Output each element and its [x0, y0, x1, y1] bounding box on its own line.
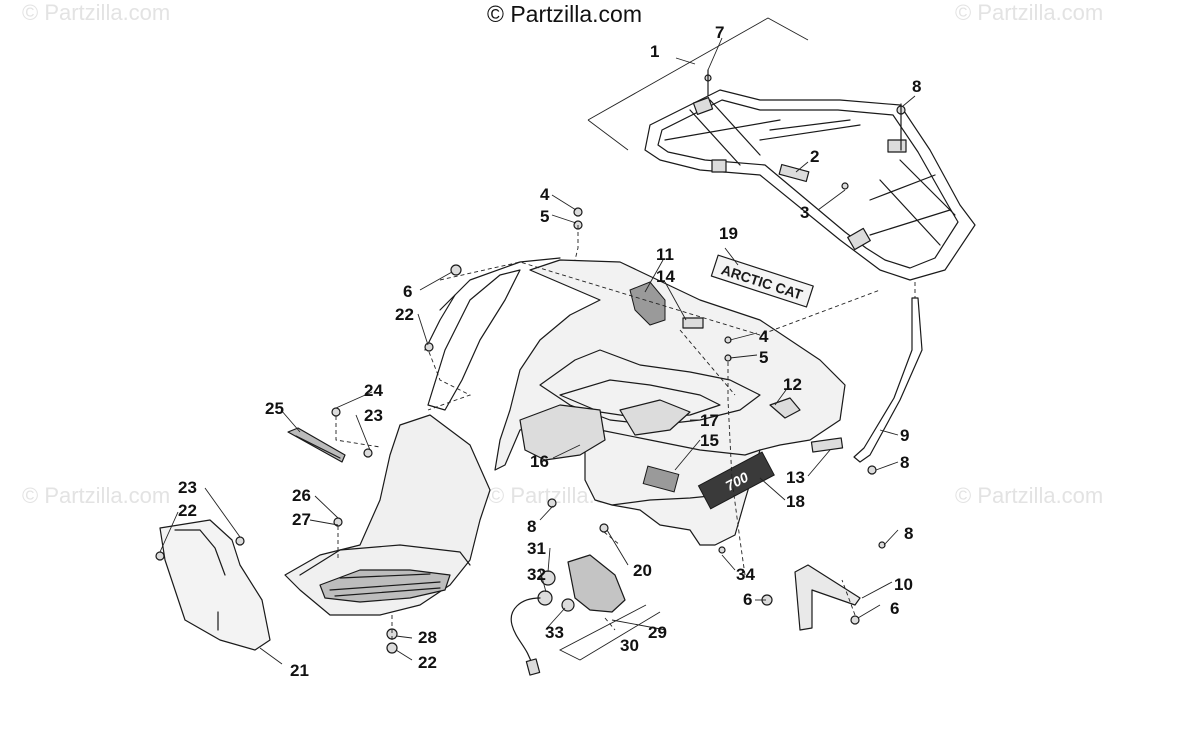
callout-33: 33 — [545, 623, 564, 642]
arctic-cat-decal[interactable]: ARCTIC CAT — [710, 254, 814, 308]
callout-2: 2 — [810, 147, 819, 166]
callout-labels: 1 2 3 4 5 6 7 8 11 19 14 22 4 5 12 24 25… — [178, 23, 921, 680]
callout-19: 19 — [719, 224, 738, 243]
callout-34: 34 — [736, 565, 755, 584]
callout-13: 13 — [786, 468, 805, 487]
watermark-faint: © Partzilla.com — [22, 0, 171, 25]
inner-liner[interactable] — [519, 399, 691, 461]
callout-32: 32 — [527, 565, 546, 584]
callout-16: 16 — [530, 452, 549, 471]
bracket[interactable] — [794, 564, 861, 631]
callout-29: 29 — [648, 623, 667, 642]
callout-20: 20 — [633, 561, 652, 580]
callout-8: 8 — [904, 524, 913, 543]
callout-26: 26 — [292, 486, 311, 505]
inner-flap-strip[interactable] — [427, 269, 521, 411]
callout-28: 28 — [418, 628, 437, 647]
rack-support[interactable] — [853, 282, 923, 463]
callout-8: 8 — [527, 517, 536, 536]
callout-10: 10 — [894, 575, 913, 594]
callout-21: 21 — [290, 661, 309, 680]
callout-30: 30 — [620, 636, 639, 655]
callout-31: 31 — [527, 539, 546, 558]
callout-14: 14 — [656, 267, 675, 286]
callout-22: 22 — [178, 501, 197, 520]
callout-7: 7 — [715, 23, 724, 42]
taillight[interactable] — [510, 554, 626, 676]
callout-3: 3 — [800, 203, 809, 222]
callout-22: 22 — [418, 653, 437, 672]
callout-23: 23 — [178, 478, 197, 497]
callout-15: 15 — [700, 431, 719, 450]
callout-9: 9 — [900, 426, 909, 445]
watermark-faint: © Partzilla.com — [22, 483, 171, 508]
callout-8: 8 — [900, 453, 909, 472]
callout-4: 4 — [759, 327, 769, 346]
watermark-faint: © Partzilla.com — [955, 0, 1104, 25]
callout-6: 6 — [890, 599, 899, 618]
callout-24: 24 — [364, 381, 383, 400]
callout-18: 18 — [786, 492, 805, 511]
callout-4: 4 — [540, 185, 550, 204]
callout-11: 11 — [656, 245, 674, 264]
callout-8: 8 — [912, 77, 921, 96]
footwell[interactable] — [284, 414, 491, 616]
callout-5: 5 — [540, 207, 549, 226]
callout-1: 1 — [650, 42, 659, 61]
callout-12: 12 — [783, 375, 802, 394]
callout-27: 27 — [292, 510, 311, 529]
callout-6: 6 — [403, 282, 412, 301]
callout-6: 6 — [743, 590, 752, 609]
side-panel[interactable] — [159, 519, 271, 651]
callout-25: 25 — [265, 399, 284, 418]
watermark-faint: © Partzilla.com — [955, 483, 1104, 508]
heel-plate[interactable] — [287, 427, 346, 463]
rear-rack[interactable] — [587, 17, 976, 281]
rear-fender[interactable]: 700 — [424, 257, 846, 546]
callout-5: 5 — [759, 348, 768, 367]
leader-lines — [159, 37, 916, 665]
watermark-top: © Partzilla.com — [487, 1, 642, 27]
callout-17: 17 — [700, 411, 719, 430]
callout-22: 22 — [395, 305, 414, 324]
callout-23: 23 — [364, 406, 383, 425]
